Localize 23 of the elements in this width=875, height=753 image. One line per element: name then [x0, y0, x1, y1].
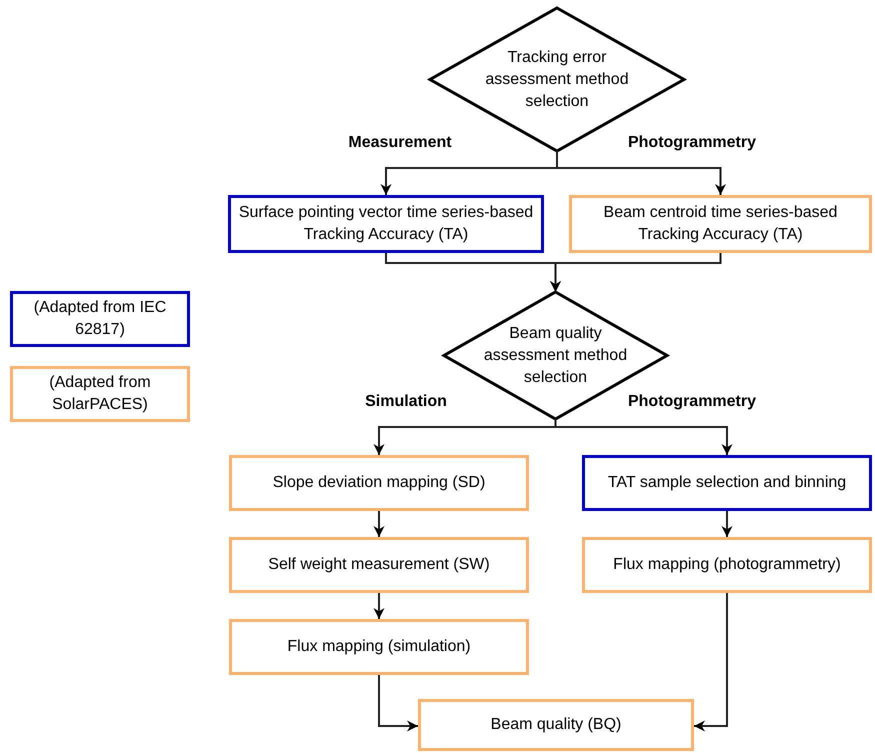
- arrow: [694, 593, 728, 732]
- process-box: Flux mapping (simulation): [229, 619, 529, 675]
- arrow: [550, 253, 722, 292]
- process-box: Beam quality (BQ): [418, 699, 694, 751]
- process-box: TAT sample selection and binning: [582, 455, 872, 511]
- process-box: Beam centroid time series-based Tracking Accuracy (TA): [569, 195, 872, 253]
- process-box: Surface pointing vector time series-based Tracking Accuracy (TA): [228, 195, 544, 253]
- legend-box: (Adapted from SolarPACES): [10, 366, 190, 422]
- edge-label: Measurement: [348, 135, 452, 151]
- edge-label: Simulation: [365, 394, 447, 410]
- arrow: [556, 151, 726, 195]
- arrow: [374, 593, 384, 619]
- decision-label: Tracking error assessment method selection: [484, 48, 630, 112]
- arrow: [722, 511, 732, 537]
- arrow: [378, 675, 418, 732]
- process-box: Flux mapping (photogrammetry): [582, 537, 872, 593]
- process-box: Slope deviation mapping (SD): [229, 455, 529, 511]
- arrow: [374, 511, 384, 537]
- edge-label: Photogrammetry: [628, 394, 756, 410]
- legend-box: (Adapted from IEC 62817): [10, 291, 190, 347]
- decision-label: Beam quality assessment method selection: [482, 324, 628, 388]
- edge-label: Photogrammetry: [628, 135, 756, 151]
- process-box: Self weight measurement (SW): [229, 537, 529, 593]
